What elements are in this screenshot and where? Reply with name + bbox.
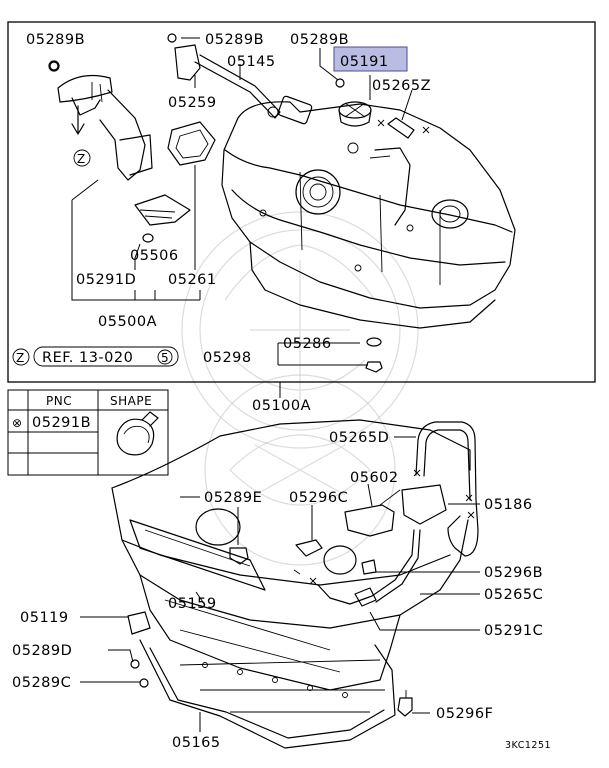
- fuel-gauge-unit-drawing: [174, 44, 313, 125]
- label-05159: 05159: [168, 596, 217, 612]
- label-05296b: 05296B: [484, 565, 543, 581]
- label-05289d: 05289D: [12, 643, 72, 659]
- label-05191-highlighted: 05191: [340, 54, 389, 70]
- label-05265z: 05265Z: [372, 78, 431, 94]
- legend-row-pnc: 05291B: [32, 415, 91, 431]
- fuel-cap-drawing: [338, 101, 372, 154]
- bracket-05602-drawing: [344, 489, 401, 537]
- label-05296c: 05296C: [289, 490, 348, 506]
- bolt-05298: [365, 361, 383, 373]
- grommet-05286: [366, 337, 382, 347]
- ref-text: REF. 13-020: [42, 350, 133, 366]
- label-05145: 05145: [227, 54, 276, 70]
- label-05259: 05259: [168, 95, 217, 111]
- fuel-tank-upper-drawing: [221, 101, 516, 329]
- fuel-filter-drawing: [134, 194, 191, 243]
- nut-05289b-top: [167, 33, 177, 43]
- legend-header-pnc: PNC: [46, 394, 72, 408]
- figure-code: 3KC1251: [505, 740, 551, 751]
- legend-row-symbol: ⊗: [12, 416, 23, 430]
- nut-05289b-left: [49, 61, 59, 71]
- label-05119: 05119: [20, 610, 69, 626]
- label-05298: 05298: [203, 350, 252, 366]
- label-05289b-left: 05289B: [26, 32, 85, 48]
- upper-panel-frame: [7, 21, 596, 383]
- label-05500a: 05500A: [98, 314, 157, 330]
- label-05265c: 05265C: [484, 587, 543, 603]
- gasket-drawing: [167, 121, 216, 166]
- legend-table: PNC SHAPE ⊗ 05291B: [7, 389, 169, 476]
- label-05506: 05506: [130, 248, 179, 264]
- watermark-seal: [181, 211, 419, 566]
- label-05289e: 05289E: [204, 490, 262, 506]
- ref-circle-number: 5: [161, 351, 169, 365]
- label-05186: 05186: [484, 497, 533, 513]
- legend-header-shape: SHAPE: [110, 394, 152, 408]
- lower-leader-lines: [80, 436, 480, 732]
- nut-05289b-right: [335, 78, 345, 88]
- label-05265d: 05265D: [329, 430, 389, 446]
- label-05289b-right: 05289B: [290, 32, 349, 48]
- highlight-box: [333, 46, 408, 72]
- skid-plate-drawing: [139, 639, 396, 749]
- label-05289b-center: 05289B: [205, 32, 264, 48]
- lower-bolts-drawing: [127, 539, 413, 717]
- hose-clamp-icon: [116, 411, 159, 456]
- ref-circle-letter: Z: [16, 351, 25, 365]
- label-05289c: 05289C: [12, 675, 71, 691]
- label-05291c: 05291C: [484, 623, 543, 639]
- fuel-pump-assembly-drawing: [48, 60, 153, 181]
- label-05291d: 05291D: [76, 272, 136, 288]
- label-z-arrow-marker: Z: [77, 152, 86, 166]
- upper-part-labels: 05289B 05289B 05289B 05191 05145 05259 0…: [26, 32, 431, 414]
- label-05286: 05286: [283, 336, 332, 352]
- label-05261: 05261: [168, 272, 217, 288]
- label-05100a: 05100A: [252, 398, 311, 414]
- upper-leader-lines: [71, 37, 413, 398]
- label-05602: 05602: [350, 470, 399, 486]
- label-05165: 05165: [172, 735, 221, 751]
- label-05296f: 05296F: [436, 706, 493, 722]
- fuel-hoses-drawing: [293, 421, 479, 607]
- lower-part-labels: 05265D 05602 05289E 05296C 05186 05296B …: [12, 430, 551, 751]
- reference-note: Z REF. 13-020 5: [12, 346, 179, 367]
- breather-hose-drawing: [377, 117, 430, 139]
